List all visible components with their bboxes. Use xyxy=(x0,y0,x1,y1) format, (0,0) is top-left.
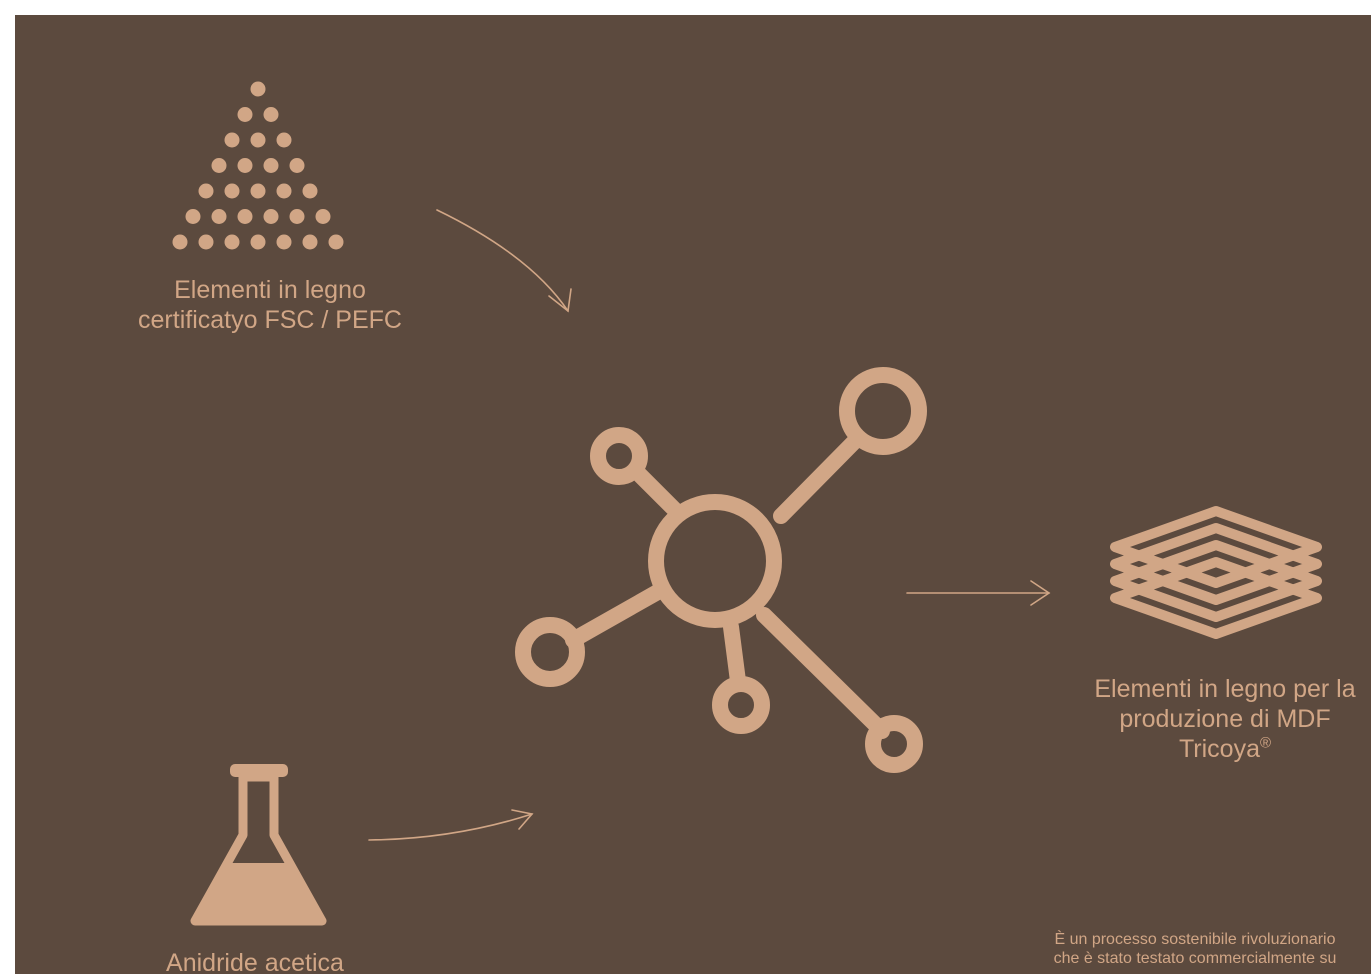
pyramid-dot xyxy=(237,158,253,173)
pyramid-dot xyxy=(250,132,266,148)
pyramid-dot xyxy=(263,209,279,224)
pyramid-dot xyxy=(237,209,253,224)
pyramid-dot xyxy=(276,132,292,148)
pyramid-dot xyxy=(263,107,279,122)
wood-input-label: Elementi in legno certificatyo FSC / PEF… xyxy=(90,275,450,335)
process-note-line-1: È un processo sostenibile rivoluzionario xyxy=(1054,931,1336,948)
process-note: È un processo sostenibile rivoluzionario… xyxy=(955,930,1371,968)
pyramid-dot xyxy=(289,158,305,173)
pyramid-dot xyxy=(237,107,253,122)
output-label-line-3: Tricoya® xyxy=(1045,734,1371,764)
curved-arrow-icon xyxy=(368,809,534,841)
curved-arrow-icon xyxy=(436,209,572,313)
dot-pyramid-icon xyxy=(172,81,344,250)
pyramid-dot xyxy=(263,158,279,173)
acetic-anhydride-label: Anidride acetica xyxy=(166,949,344,974)
flask-icon xyxy=(190,764,327,926)
pyramid-dot xyxy=(250,183,266,199)
pyramid-dot xyxy=(315,209,331,224)
pyramid-dot xyxy=(185,209,201,224)
straight-arrow-icon xyxy=(906,580,1051,606)
stacked-layers-icon xyxy=(1110,506,1322,639)
pyramid-dot xyxy=(289,209,305,224)
output-label: Elementi in legno per la produzione di M… xyxy=(1045,674,1371,764)
pyramid-dot xyxy=(224,183,240,199)
process-diagram: Elementi in legno certificatyo FSC / PEF… xyxy=(15,15,1371,974)
pyramid-dot xyxy=(250,234,266,250)
pyramid-dot xyxy=(224,132,240,148)
pyramid-dot xyxy=(302,183,318,199)
wood-input-label-line-2: certificatyo FSC / PEFC xyxy=(138,306,402,334)
pyramid-dot xyxy=(224,234,240,250)
process-note-line-2: che è stato testato commercialmente su xyxy=(1053,950,1337,967)
diagram-graphics xyxy=(172,81,1322,926)
pyramid-dot xyxy=(250,81,266,97)
registered-mark: ® xyxy=(1259,734,1272,752)
output-label-line-1: Elementi in legno per la xyxy=(1094,675,1356,703)
output-label-line-2: produzione di MDF xyxy=(1119,705,1331,733)
pyramid-dot xyxy=(211,209,227,224)
pyramid-dot xyxy=(198,234,214,250)
pyramid-dot xyxy=(276,183,292,199)
wood-input-label-line-1: Elementi in legno xyxy=(174,276,366,304)
molecule-icon xyxy=(515,367,927,773)
pyramid-dot xyxy=(302,234,318,250)
pyramid-dot xyxy=(198,183,214,199)
pyramid-dot xyxy=(276,234,292,250)
pyramid-dot xyxy=(328,234,344,250)
output-label-brand: Tricoya xyxy=(1178,735,1260,763)
pyramid-dot xyxy=(172,234,188,250)
pyramid-dot xyxy=(211,158,227,173)
